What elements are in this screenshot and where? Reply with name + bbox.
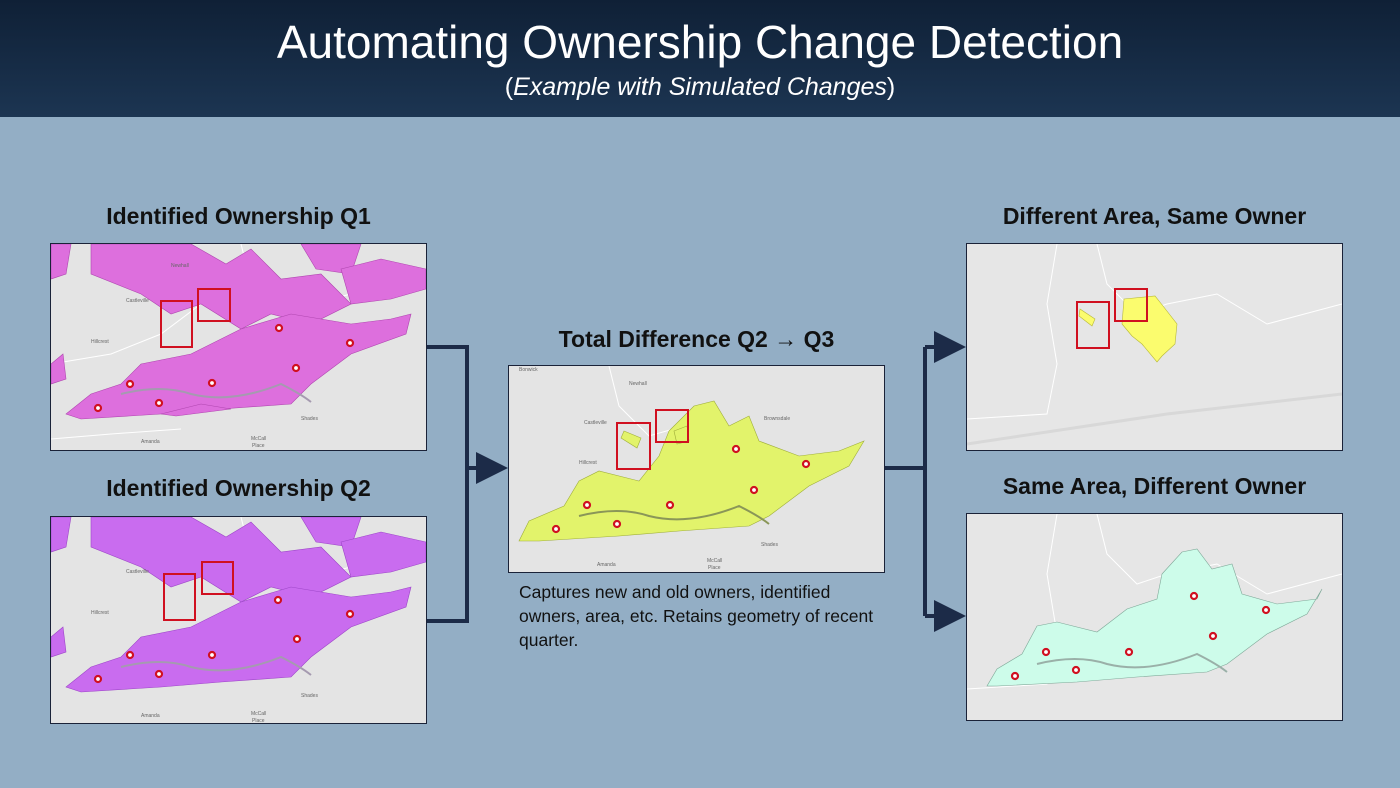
map-label-mccall-place: Place bbox=[708, 565, 721, 571]
panel-title-owner-change: Same Area, Different Owner bbox=[1002, 473, 1307, 499]
map-label-castleville: Castleville bbox=[126, 569, 149, 575]
map-label-mccall: McCall bbox=[251, 711, 266, 717]
map-label-castleville: Castleville bbox=[584, 420, 607, 426]
panel-title-diff: Total Difference Q2 → Q3 bbox=[558, 326, 835, 352]
slide-title: Automating Ownership Change Detection bbox=[276, 16, 1124, 68]
map-label-newhall: Newhall bbox=[629, 381, 647, 387]
map-label-hillcrest: Hillcrest bbox=[91, 339, 109, 345]
map-label-mccall-place: Place bbox=[252, 718, 265, 723]
map-label-castleville: Castleville bbox=[126, 298, 149, 304]
map-label-shades: Shades bbox=[301, 693, 318, 699]
map-label-brownsdale: Brownsdale bbox=[764, 416, 790, 422]
map-owner-change-svg bbox=[967, 514, 1342, 720]
panel-title-area-change: Different Area, Same Owner bbox=[1002, 203, 1307, 229]
subtitle-italic-text: Example with Simulated Changes bbox=[513, 73, 887, 101]
slide-header: Automating Ownership Change Detection (E… bbox=[0, 0, 1400, 117]
map-label-amanda: Amanda bbox=[597, 562, 616, 568]
map-q1-svg: Hillcrest Castleville Newhall Shades Ama… bbox=[51, 244, 426, 450]
map-diff-svg: Bonwick Newhall Castleville Brownsdale H… bbox=[509, 366, 884, 572]
map-owner-change[interactable] bbox=[966, 513, 1343, 721]
map-label-amanda: Amanda bbox=[141, 713, 160, 719]
map-label-shades: Shades bbox=[301, 416, 318, 422]
subtitle-open-paren: ( bbox=[504, 73, 514, 101]
map-label-newhall: Newhall bbox=[171, 263, 189, 269]
map-area-change-svg bbox=[967, 244, 1342, 450]
panel-title-q2: Identified Ownership Q2 bbox=[106, 475, 371, 501]
map-label-mccall: McCall bbox=[707, 558, 722, 564]
diff-caption: Captures new and old owners, identified … bbox=[519, 582, 874, 650]
panel-title-q1: Identified Ownership Q1 bbox=[106, 203, 371, 229]
map-label-mccall: McCall bbox=[251, 436, 266, 442]
map-area-change[interactable] bbox=[966, 243, 1343, 451]
map-q2-svg: Hillcrest Castleville Shades Amanda McCa… bbox=[51, 517, 426, 723]
map-label-mccall-place: Place bbox=[252, 443, 265, 449]
map-label-amanda: Amanda bbox=[141, 439, 160, 445]
map-q1[interactable]: Hillcrest Castleville Newhall Shades Ama… bbox=[50, 243, 427, 451]
subtitle-close-paren: ) bbox=[886, 73, 896, 101]
map-label-hillcrest: Hillcrest bbox=[579, 460, 597, 466]
map-label-bonwick: Bonwick bbox=[519, 367, 538, 373]
map-diff[interactable]: Bonwick Newhall Castleville Brownsdale H… bbox=[508, 365, 885, 573]
map-label-shades: Shades bbox=[761, 542, 778, 548]
slide-subtitle: (Example with Simulated Changes) bbox=[0, 72, 1400, 102]
map-label-hillcrest: Hillcrest bbox=[91, 610, 109, 616]
map-q2[interactable]: Hillcrest Castleville Shades Amanda McCa… bbox=[50, 516, 427, 724]
